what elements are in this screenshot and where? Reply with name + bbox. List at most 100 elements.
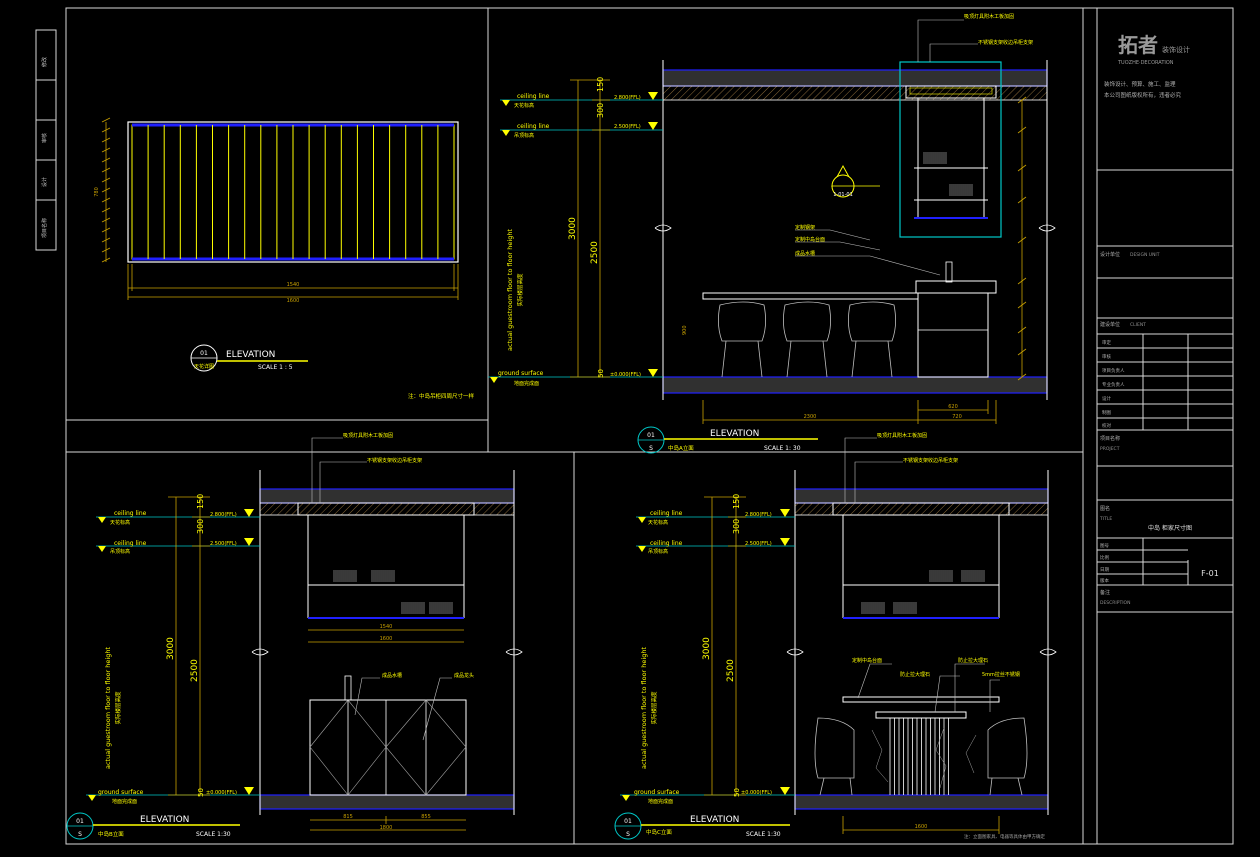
br-callout-5: 5mm拉丝不锈钢 [982, 671, 1020, 678]
main-caption-room: 中岛A立面 [668, 444, 694, 452]
main-caption-title: ELEVATION [710, 429, 759, 439]
plan-dim-tick [101, 117, 111, 123]
sign-4: 专业负责人 [1102, 381, 1125, 388]
main-caption-scale: SCALE 1: 30 [764, 445, 801, 452]
left-revision-strip: 修改 审核 设计 项目名称 [41, 57, 48, 238]
row-client: 建设单位 [1100, 321, 1120, 328]
chair-leg [786, 340, 792, 378]
main-vertical-label: actual guestroom floor to floor height [506, 229, 514, 351]
main-section-tag: 1-01-01 [833, 192, 853, 198]
info-4: 版本 [1100, 577, 1109, 584]
main-callout-1: 吸顶灯具附木工板加固 [964, 13, 1014, 20]
bl-dim-300: 300 [196, 519, 205, 534]
dim-tick [1017, 373, 1027, 381]
dim-tick [1017, 96, 1027, 104]
br-level-ceiling1: ceiling line [650, 510, 683, 517]
main-dim-720: 720 [952, 414, 962, 420]
bl-dim-855: 855 [421, 814, 431, 820]
bl-level-ceiling2-cn: 吊顶标高 [110, 548, 130, 555]
plan-dim-tick [101, 207, 111, 213]
strip-label-2: 审核 [41, 133, 48, 143]
dim-tick [1017, 301, 1027, 309]
dim-tick [1017, 126, 1027, 134]
dim-tick [1017, 236, 1027, 244]
br-vertical-label: actual guestroom floor to floor height [640, 647, 648, 769]
company-line-1: 装饰设计、预算、施工、监理 [1104, 80, 1176, 88]
elevation-b: 成品水槽 成品龙头 吸顶灯具附木工板加固 不锈钢支架收边吊柜支架 ceiling… [66, 432, 523, 840]
strip-label-4: 项目名称 [41, 218, 48, 238]
plan-dim-tick [101, 187, 111, 193]
sign-5: 设计 [1102, 395, 1111, 402]
br-level-ground: ground surface [634, 789, 680, 796]
plan-caption-num: 01 [200, 350, 208, 357]
chair-leg [757, 340, 763, 378]
plan-dim-tick [101, 127, 111, 133]
row-design-unit: 设计单位 [1100, 251, 1120, 258]
bl-lv2: 2.500(FFL) [210, 541, 237, 547]
elevation-c: 定制中岛台面 防止拉大理石 5mm拉丝不锈钢 防止拉大理石 吸顶灯具附木工板加固… [614, 432, 1057, 840]
br-vertical-label-cn: 实际楼层高度 [650, 691, 658, 725]
row-client-en: CLIENT [1130, 322, 1146, 328]
br-lv2: 2.500(FFL) [745, 541, 772, 547]
br-caption-scale: SCALE 1:30 [746, 831, 781, 838]
br-caption-num: 01 [624, 818, 632, 825]
main-dim-3000: 3000 [568, 217, 578, 240]
main-lv1: 2.800(FFL) [614, 95, 641, 101]
main-level-ceiling1: ceiling line [517, 93, 550, 100]
plan-dim-tick [101, 157, 111, 163]
plan-dim-height: 780 [94, 187, 100, 197]
plan-dim-tick [101, 167, 111, 173]
br-callout-1: 吸顶灯具附木工板加固 [877, 432, 927, 439]
logo-tagline: TUOZHE·DECORATION [1117, 60, 1174, 66]
logo-sub: 装饰设计 [1162, 45, 1190, 54]
main-dim-2500: 2500 [590, 241, 600, 264]
main-caption-num: 01 [647, 432, 655, 439]
bl-caption-sheet: S [78, 831, 82, 838]
main-level-ground: ground surface [498, 370, 544, 377]
bl-callout-1: 吸顶灯具附木工板加固 [343, 432, 393, 439]
title-block: 拓者 装饰设计 TUOZHE·DECORATION 装饰设计、预算、施工、监理 … [1097, 33, 1233, 613]
logo-mark: 拓者 [1118, 33, 1158, 57]
bl-caption-room: 中岛B立面 [98, 830, 124, 838]
bl-vertical-label: actual guestroom floor to floor height [104, 647, 112, 769]
info-3: 日期 [1100, 567, 1109, 573]
br-caption-room: 中岛C立面 [646, 828, 672, 836]
row-project-en: PROJECT [1100, 446, 1120, 452]
main-level-ceiling2-cn: 吊顶标高 [514, 132, 534, 139]
plan-note: 注：中岛吊柜四周尺寸一样 [408, 392, 475, 400]
plan-dim-inner: 1540 [287, 282, 300, 288]
main-lv2: 2.500(FFL) [614, 124, 641, 130]
bl-dim-150: 150 [196, 494, 205, 509]
main-level-ceiling2: ceiling line [517, 123, 550, 130]
main-dim-2300: 2300 [804, 414, 817, 420]
br-level-ceiling2-cn: 吊顶标高 [648, 548, 668, 555]
br-level-ceiling1-cn: 天花标高 [648, 519, 668, 526]
main-elevation: ceiling line 天花标高 ceiling line 吊顶标高 grou… [488, 13, 1056, 454]
plan-dim-tick [101, 197, 111, 203]
info-1: 图号 [1100, 543, 1109, 549]
bl-level-ground-cn: 地面完成面 [112, 798, 137, 805]
bl-dim-3000: 3000 [166, 637, 176, 660]
main-level-ground-cn: 地面完成面 [514, 380, 539, 387]
info-2: 比例 [1100, 554, 1109, 561]
br-dim-2500: 2500 [726, 659, 736, 682]
bl-dim-2500: 2500 [190, 659, 200, 682]
drawing-number: F-01 [1201, 569, 1219, 578]
sign-1: 审定 [1102, 339, 1111, 346]
br-lv3: ±0.000(FFL) [741, 790, 772, 796]
bl-level-ceiling1-cn: 天花标高 [110, 519, 130, 526]
bl-dim-1540: 1540 [380, 624, 393, 630]
main-level-ceiling1-cn: 天花标高 [514, 102, 534, 109]
bar-chair [848, 301, 896, 342]
strip-label-1: 修改 [41, 57, 48, 67]
bl-lv3: ±0.000(FFL) [206, 790, 237, 796]
dim-tick [1017, 348, 1027, 356]
plan-dim-tick [101, 237, 111, 243]
row-desc: 备注 [1100, 589, 1110, 596]
bl-caption-num: 01 [76, 818, 84, 825]
plan-dim-tick [101, 137, 111, 143]
bl-callout-tap: 成品龙头 [454, 672, 474, 679]
bl-dim-815: 815 [343, 814, 353, 820]
br-dim-1600: 1600 [915, 824, 928, 830]
